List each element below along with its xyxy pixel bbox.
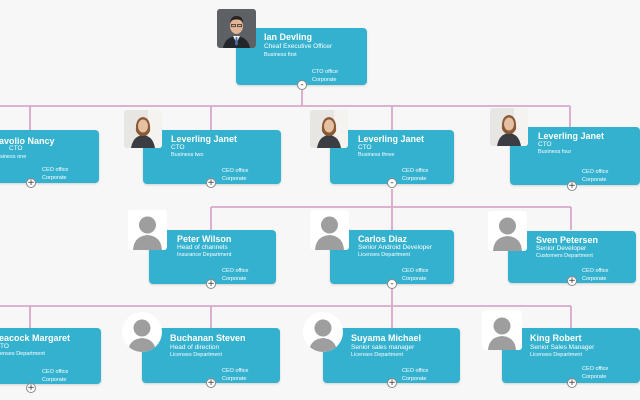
node-office: CEO office [582,268,609,274]
node-position: CTO [538,141,552,148]
org-node-peacock-margaret[interactable]: eacock Margaret TO enses Department CEO … [0,328,101,384]
node-name: eacock Margaret [0,333,71,343]
person-silhouette-icon [482,310,522,350]
org-node-leverling-3[interactable]: Leverling Janet CTO Business three CEO o… [330,130,454,184]
node-department: Business two [171,152,204,158]
node-office: CEO office [402,168,429,174]
org-node-leverling-4[interactable]: Leverling Janet CTO Business four CEO of… [510,127,640,185]
node-department: Licenses Department [358,252,410,258]
org-node-sven-petersen[interactable]: Sven Petersen Senior Developer Customers… [508,231,636,283]
man-photo-icon [217,9,256,48]
node-corporate: Corporate [42,377,67,383]
woman-photo-icon [490,108,528,146]
node-corporate: Corporate [582,374,607,380]
node-position: Senior Android Developer [358,244,433,251]
node-office: CEO office [42,167,69,173]
node-name: Buchanan Steven [170,333,246,343]
org-node-nancy[interactable]: avolio Nancy CTO siness one CEO office C… [0,130,99,183]
org-node-peter-wilson[interactable]: Peter Wilson Head of channels Insurance … [149,230,276,284]
person-silhouette-icon [122,312,162,352]
node-position: Senior Developer [536,245,587,252]
node-position: Senior sales manager [351,344,415,351]
node-position: Cheaf Executive Officer [264,43,333,50]
node-position: CTO [171,144,185,151]
node-name: Leverling Janet [358,134,425,144]
node-name: Suyama Michael [351,333,422,343]
node-position: Head of direction [170,344,220,351]
node-office: CEO office [222,368,249,374]
node-position: TO [0,343,9,350]
woman-photo-icon [310,110,348,148]
org-node-leverling-2[interactable]: Leverling Janet CTO Business two CEO off… [143,130,281,184]
node-department: Business three [358,152,395,158]
org-node-ian-devling[interactable]: Ian Devling Cheaf Executive Officer Busi… [236,28,367,85]
expand-toggle[interactable]: + [26,178,36,188]
node-corporate: Corporate [582,177,607,183]
node-department: Customers Department [536,253,593,259]
expand-toggle[interactable]: + [567,181,577,191]
node-office: CEO office [402,268,429,274]
org-node-buchanan-steven[interactable]: Buchanan Steven Head of direction Licens… [142,328,280,383]
node-corporate: Corporate [222,276,247,282]
node-department: Licenses Department [530,352,582,358]
node-office: CEO office [402,368,429,374]
node-position: Head of channels [177,244,228,251]
node-department: Business four [538,149,572,155]
link-ceo-children [0,86,571,130]
node-name: Carlos Diaz [358,234,408,244]
node-name: Leverling Janet [538,131,605,141]
node-position: CTO [9,145,23,152]
person-silhouette-icon [310,210,349,250]
collapse-toggle[interactable]: - [387,279,397,289]
node-department: Insurance Department [177,252,232,258]
node-corporate: Corporate [222,176,247,182]
expand-toggle[interactable]: + [206,279,216,289]
expand-toggle[interactable]: + [206,178,216,188]
node-position: CTO [358,144,372,151]
node-corporate: Corporate [312,77,337,83]
expand-toggle[interactable]: + [26,383,36,393]
expand-toggle[interactable]: + [567,276,577,286]
org-node-king-robert[interactable]: King Robert Senior Sales Manager License… [502,328,640,383]
node-office: CEO office [222,168,249,174]
expand-toggle[interactable]: + [206,378,216,388]
collapse-toggle[interactable]: - [387,178,397,188]
woman-photo-icon [124,110,162,148]
node-name: Leverling Janet [171,134,238,144]
link-carlos-children [0,287,572,328]
node-name: King Robert [530,333,582,343]
link-cto3-children [210,189,572,230]
node-name: avolio Nancy [0,136,55,146]
node-name: Sven Petersen [536,235,599,245]
node-name: Ian Devling [264,32,313,42]
node-corporate: Corporate [582,276,607,282]
node-corporate: Corporate [402,176,427,182]
node-office: CTO office [312,69,339,75]
node-corporate: Corporate [222,376,247,382]
person-silhouette-icon [488,211,527,251]
expand-toggle[interactable]: + [387,378,397,388]
node-position: Senior Sales Manager [530,344,595,351]
person-silhouette-icon [303,312,343,352]
node-corporate: Corporate [402,376,427,382]
collapse-toggle[interactable]: - [297,80,307,90]
node-office: CEO office [582,366,609,372]
expand-toggle[interactable]: + [567,378,577,388]
org-node-carlos-diaz[interactable]: Carlos Diaz Senior Android Developer Lic… [330,230,454,284]
node-department: Licenses Department [351,352,403,358]
node-department: Business first [264,52,297,58]
node-office: CEO office [582,169,609,175]
node-corporate: Corporate [42,175,67,181]
org-node-suyama-michael[interactable]: Suyama Michael Senior sales manager Lice… [323,328,460,383]
node-corporate: Corporate [402,276,427,282]
node-name: Peter Wilson [177,234,232,244]
node-department: enses Department [0,351,45,357]
node-office: CEO office [42,369,69,375]
person-silhouette-icon [128,210,167,250]
node-department: Licenses Department [170,352,222,358]
node-office: CEO office [222,268,249,274]
node-department: siness one [0,154,27,160]
